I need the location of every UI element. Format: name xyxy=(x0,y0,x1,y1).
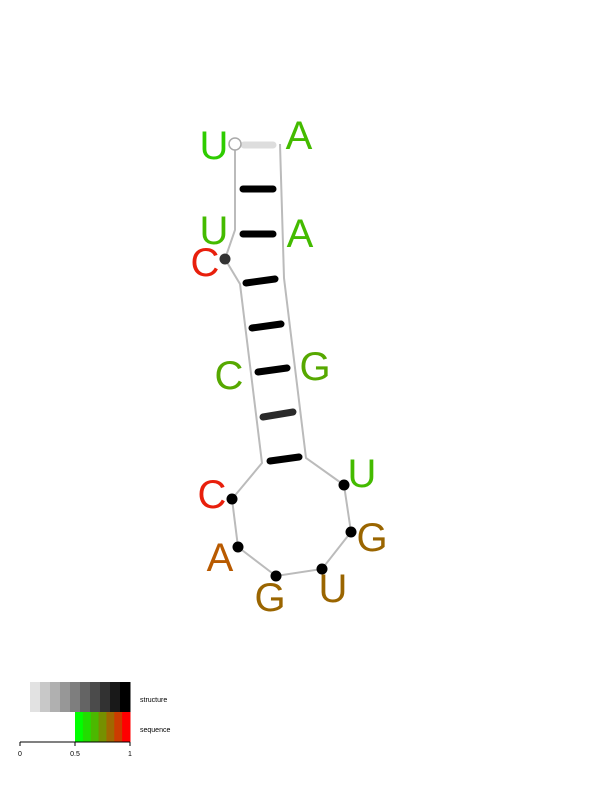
base-pair-5 xyxy=(248,320,285,332)
nucleotide-marker-1 xyxy=(228,137,242,151)
sequence-scale-swatch-6 xyxy=(114,712,123,742)
base-pair-8 xyxy=(266,453,303,465)
structure-scale-swatch-9 xyxy=(110,682,121,712)
sequence-scale-swatch-3 xyxy=(90,712,100,742)
structure-scale-swatch-10 xyxy=(120,682,131,712)
nucleotide-13-a: A xyxy=(286,114,313,158)
base-pairs xyxy=(239,141,303,465)
backbone xyxy=(223,143,353,578)
structure-scale-swatch-4 xyxy=(60,682,71,712)
base-pair-6 xyxy=(254,364,291,376)
scale-tick-label-3: 1 xyxy=(128,751,132,758)
nucleotide-marker-10 xyxy=(338,479,350,491)
scale-tick-label-1: 0 xyxy=(18,751,22,758)
nucleotide-4-c: C xyxy=(215,354,244,398)
nucleotide-7-g: G xyxy=(254,576,285,620)
structure-scale-swatch-2 xyxy=(40,682,51,712)
backbone-line xyxy=(223,143,353,578)
nucleotide-1-u: U xyxy=(200,124,229,168)
base-pair-4 xyxy=(242,275,279,287)
structure-scale-swatch-6 xyxy=(80,682,91,712)
nucleotide-5-c: C xyxy=(198,473,227,517)
structure-scale-swatch-5 xyxy=(70,682,81,712)
sequence-scale-swatch-4 xyxy=(98,712,107,742)
nucleotide-10-u: U xyxy=(348,452,377,496)
base-pair-7 xyxy=(259,408,297,421)
structure-scale-swatch-1 xyxy=(30,682,41,712)
sequence-scale-swatch-2 xyxy=(82,712,92,742)
structure-scale-label: structure xyxy=(140,697,167,704)
nucleotide-11-g: G xyxy=(299,345,330,389)
nucleotide-marker-3 xyxy=(219,253,231,265)
sequence-scale-swatch-1 xyxy=(75,712,84,742)
nucleotide-markers xyxy=(219,137,357,582)
nucleotide-6-a: A xyxy=(207,536,234,580)
structure-scale-swatch-8 xyxy=(100,682,111,712)
nucleotide-2-u: U xyxy=(200,209,229,253)
sequence-scale-label: sequence xyxy=(140,727,170,734)
nucleotide-3-c: C xyxy=(191,241,220,285)
nucleotide-12-a: A xyxy=(287,212,314,256)
nucleotide-marker-8 xyxy=(316,563,328,575)
nucleotide-marker-5 xyxy=(226,493,238,505)
structure-color-scale xyxy=(30,682,131,712)
sequence-scale-swatch-5 xyxy=(106,712,115,742)
sequence-scale-swatch-7 xyxy=(122,712,131,742)
nucleotide-9-g: G xyxy=(356,516,387,560)
structure-scale-swatch-3 xyxy=(50,682,61,712)
nucleotide-marker-7 xyxy=(270,570,282,582)
nucleotide-marker-9 xyxy=(345,526,357,538)
nucleotide-marker-6 xyxy=(232,541,244,553)
sequence-color-scale xyxy=(75,712,131,742)
scale-tick-label-2: 0.5 xyxy=(70,751,80,758)
nucleotide-8-u: U xyxy=(319,567,348,611)
structure-scale-swatch-7 xyxy=(90,682,101,712)
